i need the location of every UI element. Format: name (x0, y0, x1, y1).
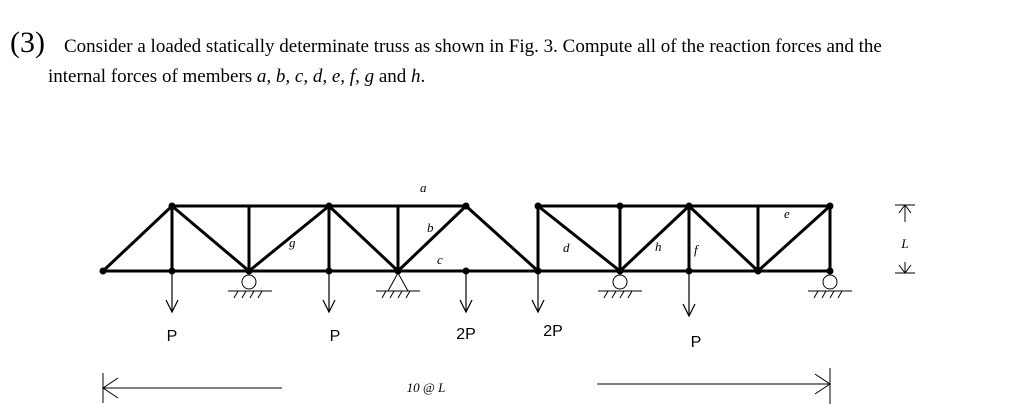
down-arrow-icon (682, 272, 696, 318)
member-label-e: e (784, 206, 790, 221)
joint (325, 202, 333, 210)
height-dimension (895, 204, 915, 274)
joint (685, 202, 693, 210)
load-label: P (330, 328, 341, 345)
joint (462, 202, 470, 210)
joint (754, 267, 762, 275)
down-arrow-icon (322, 272, 336, 314)
height-label: L (900, 236, 908, 251)
roller-support-icon (808, 274, 852, 299)
diagonal (327, 204, 400, 273)
span-dimension (102, 368, 831, 404)
joint (325, 267, 333, 275)
load-arrows (165, 272, 696, 318)
pin-support-icon (376, 271, 420, 299)
load-label: 2P (456, 326, 476, 343)
joint (534, 202, 542, 210)
diagonal (464, 204, 540, 273)
joint (394, 267, 402, 275)
joint (616, 267, 624, 275)
truss-members (101, 204, 832, 273)
down-arrow-icon (531, 272, 545, 314)
load-label: 2P (543, 323, 563, 340)
member-label-h: h (655, 239, 662, 254)
and-word: and (374, 66, 412, 87)
problem-text-2: internal forces of members (48, 66, 257, 87)
member-label-b: b (427, 220, 434, 235)
member-c (396, 204, 468, 273)
member-label-a: a (420, 180, 427, 195)
down-arrow-icon (165, 272, 179, 314)
member-label-d: d (563, 240, 570, 255)
diagonal (756, 204, 832, 273)
load-label: P (691, 334, 702, 351)
span-label: 10 @ L (407, 380, 446, 395)
down-arrow-icon (459, 272, 473, 314)
diagonal (101, 204, 174, 273)
member-d (536, 204, 622, 273)
joint (462, 267, 470, 275)
problem-line-2: internal forces of members a, b, c, d, e… (48, 66, 425, 88)
joint (99, 267, 107, 275)
member-h (618, 204, 691, 273)
period: . (420, 66, 426, 87)
problem-text: Consider a loaded statically determinate… (64, 36, 882, 57)
roller-support-icon (598, 274, 642, 299)
member-g (247, 204, 331, 273)
member-label-f: f (694, 242, 700, 257)
joint (534, 267, 542, 275)
joint (245, 267, 253, 275)
joint (168, 202, 176, 210)
diagonal (687, 204, 760, 273)
member-label-g: g (289, 235, 296, 250)
joint (826, 202, 834, 210)
last-member: h (411, 66, 421, 87)
joint (826, 267, 834, 275)
problem-number: (3) (10, 26, 45, 59)
load-labels: P P 2P 2P P (167, 323, 702, 351)
joint (616, 202, 624, 210)
joint (168, 267, 176, 275)
diagonal (170, 204, 251, 273)
member-label-c: c (437, 252, 443, 267)
joint (685, 267, 693, 275)
member-list: a, b, c, d, e, f, g (256, 66, 375, 87)
member-labels: a b c d e f g h (289, 180, 790, 267)
roller-support-icon (228, 274, 272, 299)
load-label: P (167, 328, 178, 345)
joints (99, 202, 834, 275)
supports (228, 271, 852, 299)
